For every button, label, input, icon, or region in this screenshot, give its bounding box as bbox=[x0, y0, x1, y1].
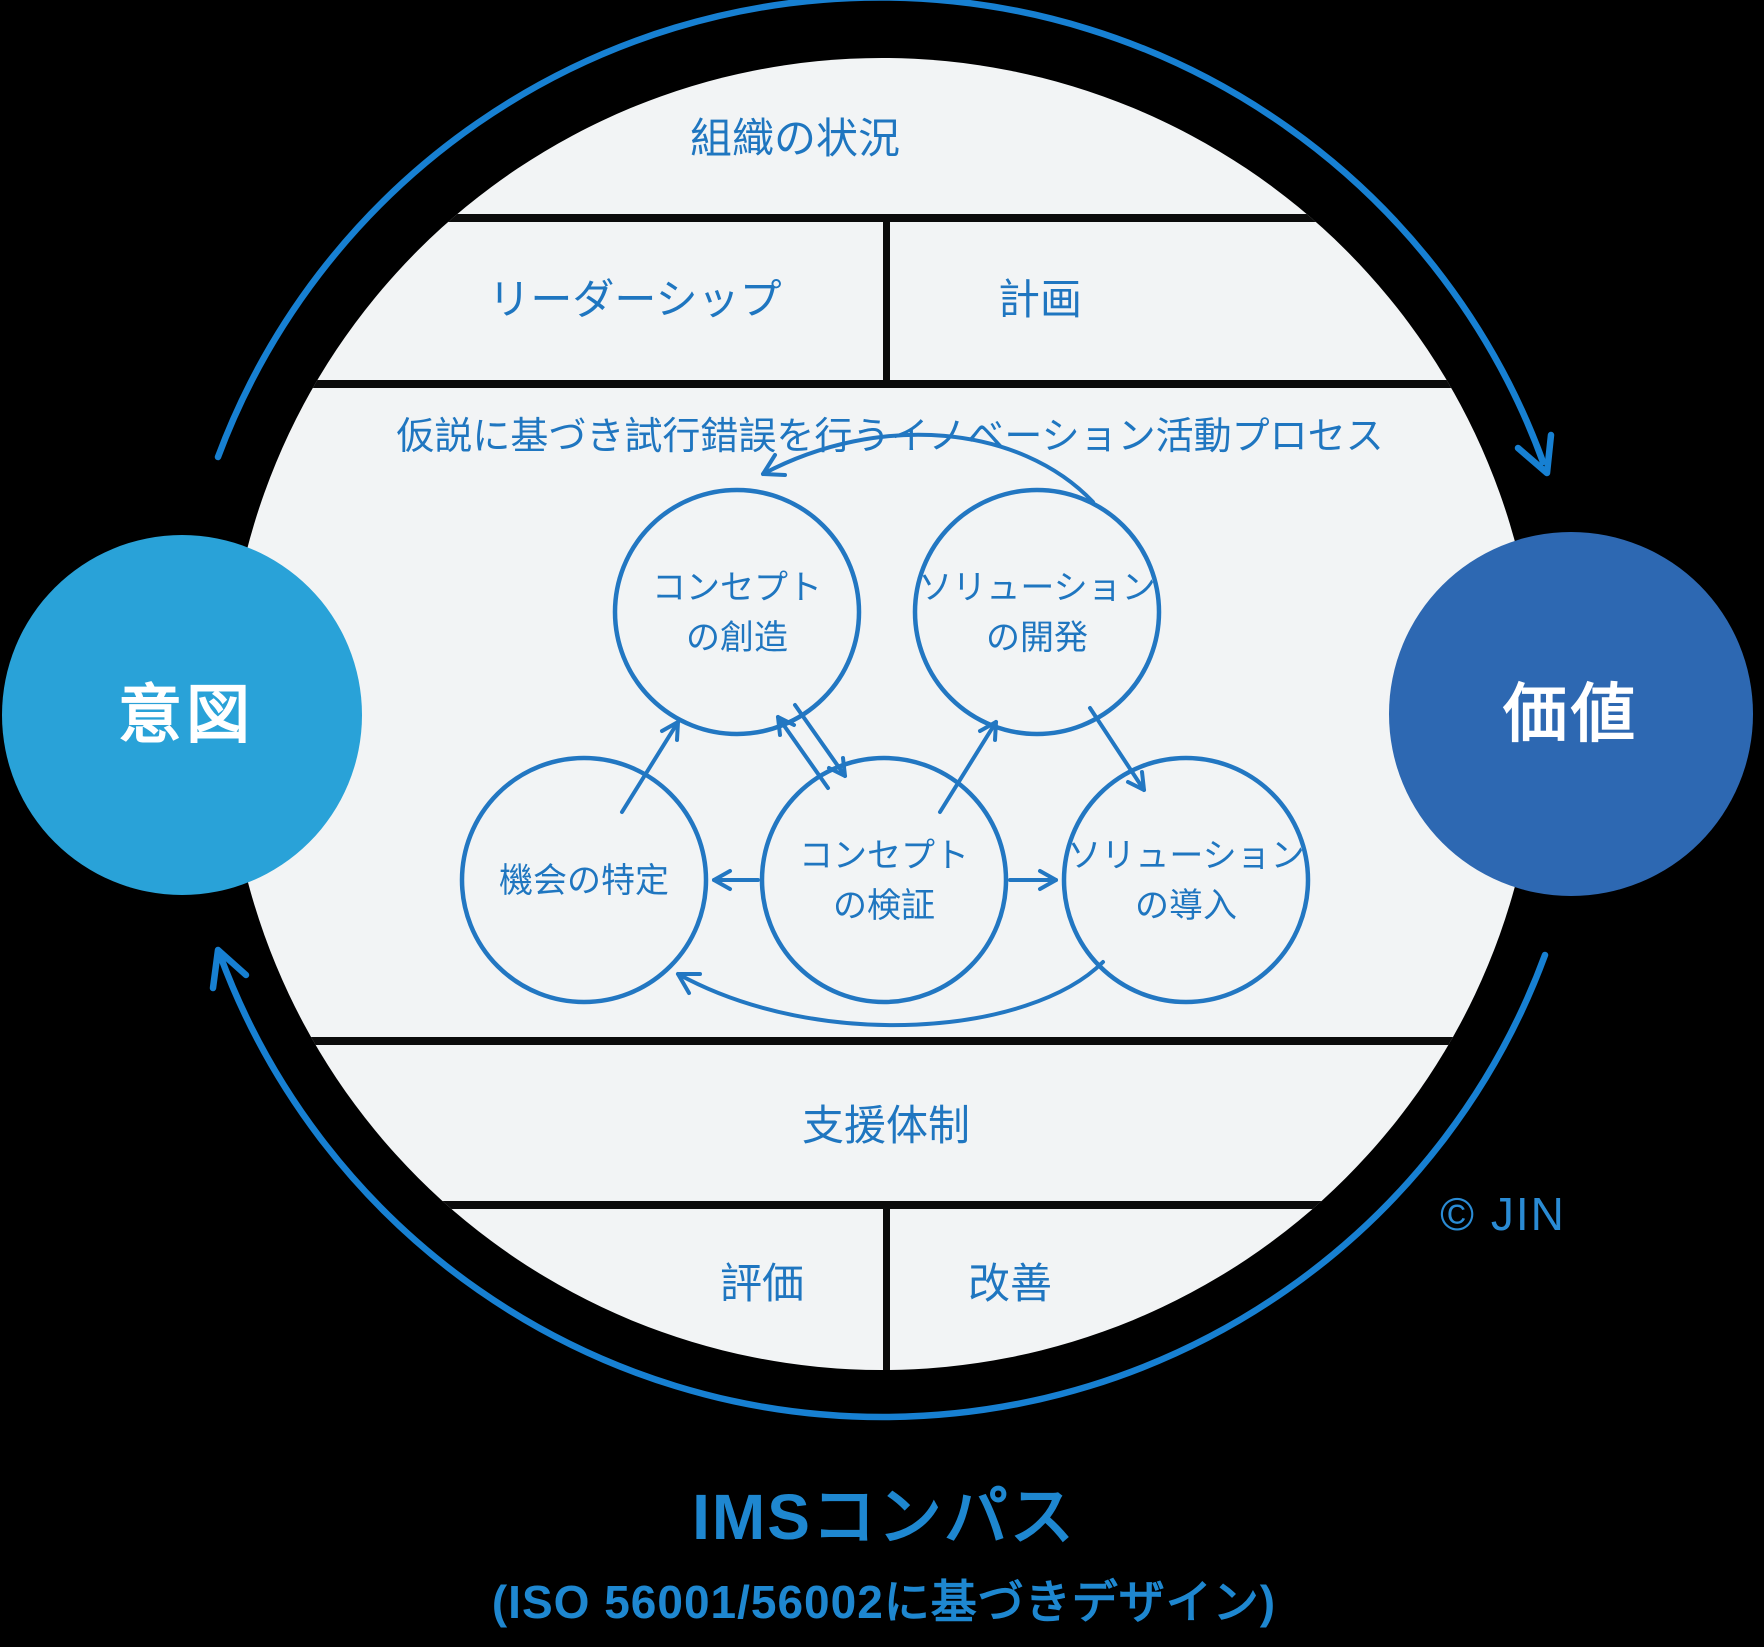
divider-evaluation-improvement bbox=[883, 1201, 890, 1370]
divider-support-bottom bbox=[226, 1201, 1538, 1209]
arrow-creation-to-verification bbox=[793, 703, 847, 778]
arrow-implementation-to-opportunity bbox=[676, 960, 1105, 1028]
node-concept-verification-label-2: の検証 bbox=[833, 887, 935, 925]
arrowhead-creation-to-verification-icon bbox=[827, 756, 847, 778]
context-label: 組織の状況 bbox=[690, 115, 900, 162]
diagram-title: IMSコンパス bbox=[692, 1481, 1076, 1553]
intent-circle bbox=[2, 535, 362, 895]
improvement-label: 改善 bbox=[968, 1260, 1052, 1307]
node-concept-verification bbox=[759, 755, 1009, 1005]
outer-cycle-arc-bottom bbox=[216, 951, 1549, 1421]
arrow-development-to-creation bbox=[761, 432, 1095, 504]
divider-lines bbox=[226, 214, 1538, 1370]
arrow-verification-to-creation bbox=[776, 715, 830, 790]
divider-leadership-row-bottom bbox=[226, 380, 1538, 388]
node-solution-implementation-label-1: ソリューション bbox=[1067, 837, 1304, 875]
arrow-opportunity-to-creation bbox=[620, 720, 680, 814]
node-solution-implementation bbox=[1061, 755, 1311, 1005]
outer-cycle-arrows bbox=[209, 0, 1555, 1421]
arrowhead-implementation-to-opportunity-icon bbox=[676, 972, 702, 995]
process-circles bbox=[459, 487, 1311, 1005]
outer-cycle-arrowhead-right-icon bbox=[1514, 431, 1555, 477]
planning-label: 計画 bbox=[998, 276, 1082, 323]
node-concept-creation-label-1: コンセプト bbox=[652, 569, 822, 607]
copyright-text: © JIN bbox=[1440, 1188, 1566, 1240]
node-concept-creation bbox=[612, 487, 862, 737]
endpoint-labels: 意図 価値 bbox=[118, 678, 1639, 751]
arrow-verification-to-development bbox=[938, 720, 998, 814]
value-circle bbox=[1389, 532, 1753, 896]
divider-context bbox=[226, 214, 1538, 222]
arrowhead-verification-to-implementation-icon bbox=[1038, 869, 1058, 891]
main-circle bbox=[226, 58, 1538, 1370]
diagram-subtitle: (ISO 56001/56002に基づきデザイン) bbox=[492, 1576, 1276, 1628]
process-node-labels: コンセプト の創造 ソリューション の開発 機会の特定 コンセプト の検証 ソリ… bbox=[499, 569, 1305, 925]
node-concept-creation-label-2: の創造 bbox=[686, 619, 788, 657]
intent-label: 意図 bbox=[118, 679, 254, 751]
divider-leadership-planning bbox=[883, 214, 890, 386]
process-arrows bbox=[620, 432, 1146, 1028]
value-label: 価値 bbox=[1502, 678, 1639, 750]
arrowhead-verification-to-development-icon bbox=[978, 720, 998, 742]
support-label: 支援体制 bbox=[802, 1102, 970, 1149]
node-solution-implementation-label-2: の導入 bbox=[1135, 887, 1237, 925]
divider-support-top bbox=[226, 1037, 1538, 1045]
leadership-label: リーダーシップ bbox=[488, 276, 781, 323]
node-solution-development bbox=[912, 487, 1162, 737]
section-labels: 組織の状況 リーダーシップ 計画 仮説に基づき試行錯誤を行うイノベーション活動プ… bbox=[396, 115, 1383, 1307]
arrowhead-verification-to-creation-icon bbox=[776, 715, 796, 737]
node-solution-development-label-1: ソリューション bbox=[918, 569, 1155, 607]
arrowhead-development-to-implementation-icon bbox=[1126, 770, 1146, 792]
arrow-development-to-implementation bbox=[1088, 706, 1146, 792]
node-opportunity-identification bbox=[459, 755, 709, 1005]
outer-cycle-arrowhead-left-icon bbox=[209, 946, 250, 992]
outer-cycle-arc-top bbox=[214, 0, 1547, 466]
node-solution-development-label-2: の開発 bbox=[986, 619, 1088, 657]
arrowhead-opportunity-to-creation-icon bbox=[660, 720, 680, 742]
evaluation-label: 評価 bbox=[720, 1260, 804, 1307]
node-concept-verification-label-1: コンセプト bbox=[799, 837, 969, 875]
node-opportunity-identification-label: 機会の特定 bbox=[499, 862, 669, 900]
arrowhead-verification-to-opportunity-icon bbox=[712, 869, 732, 891]
arrowhead-development-to-creation-icon bbox=[761, 453, 787, 477]
